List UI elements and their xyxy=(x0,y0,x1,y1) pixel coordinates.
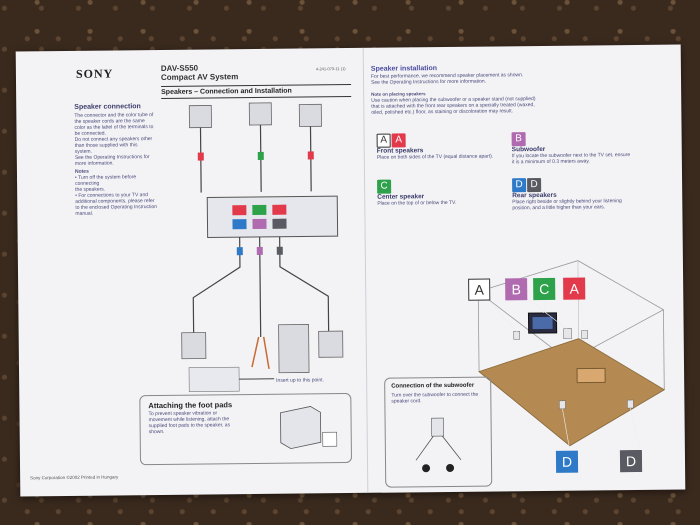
speaker-connection-title: Speaker connection xyxy=(74,103,141,111)
subwoofer-connection-illustration xyxy=(415,417,462,473)
page-fold xyxy=(362,47,369,493)
center-speaker-desc: Place on the top of or below the TV. xyxy=(377,199,457,207)
room-speaker-front-right xyxy=(581,330,588,339)
foot-pads-box: Attaching the foot pads To prevent speak… xyxy=(139,392,353,466)
room-label-c: C xyxy=(533,277,556,301)
room-subwoofer xyxy=(563,328,572,340)
speaker-installation-text: For best performance, we recommend speak… xyxy=(370,72,524,86)
insert-label: Insert up to this point. xyxy=(276,377,324,384)
notes-block: Notes • Turn off the system before conne… xyxy=(74,168,158,217)
badge-d: D xyxy=(512,178,527,193)
room-speaker-rear-left xyxy=(559,400,566,410)
room-illustration xyxy=(477,260,666,451)
speaker-rear-left xyxy=(181,332,207,360)
subwoofer xyxy=(278,324,310,374)
speaker-rear-right xyxy=(318,330,344,358)
foot-pad-illustration xyxy=(280,406,338,450)
speaker-installation-title: Speaker installation xyxy=(370,65,438,73)
receiver-unit xyxy=(206,195,339,238)
receiver-terminals xyxy=(232,204,287,230)
badge-b: B xyxy=(511,132,526,147)
badge-a-outline: A xyxy=(376,133,391,148)
brand-logo: SONY xyxy=(75,66,114,81)
rear-speakers-desc: Place right beside or slightly behind yo… xyxy=(512,198,622,212)
sofa xyxy=(576,367,606,384)
lower-cord-tubes xyxy=(236,246,283,256)
model-number: DAV-S550 xyxy=(160,63,199,73)
room-label-a-outline: A xyxy=(468,278,491,301)
note-placing-title: Note on placing speakers xyxy=(371,91,426,97)
center-speaker-entry: C Center speaker Place on the top of or … xyxy=(377,174,507,207)
speaker-front-left xyxy=(188,105,212,129)
room-label-d-dark: D xyxy=(619,449,643,473)
badge-c: C xyxy=(377,179,392,194)
speaker-front-right xyxy=(298,103,322,127)
room-label-b: B xyxy=(505,278,528,301)
subwoofer-entry: B Subwoofer If you locate the subwoofer … xyxy=(511,127,632,166)
speaker-center xyxy=(248,102,272,126)
note-placing-text: Use caution when placing the subwoofer o… xyxy=(371,96,536,116)
front-speakers-desc: Place on both sides of the TV (equal dis… xyxy=(376,153,494,161)
subwoofer-desc: If you locate the subwoofer next to the … xyxy=(511,152,631,166)
connection-subwoofer-box: Connection of the subwoofer Turn over th… xyxy=(384,376,493,488)
foot-pads-text: To prevent speaker vibration or movement… xyxy=(148,410,231,436)
plug-detail xyxy=(188,366,275,392)
room-speaker-rear-right xyxy=(627,399,634,409)
speaker-connection-text: The connector and the color tube of the … xyxy=(74,112,154,167)
badge-d-dark: D xyxy=(527,177,542,193)
instruction-sheet: SONY DAV-S550 Compact AV System 4-241-07… xyxy=(15,44,686,497)
room-label-d: D xyxy=(555,450,579,473)
room-speaker-front-left xyxy=(513,330,520,340)
wiring-diagram: Insert up to this point. xyxy=(181,102,344,392)
badge-a: A xyxy=(391,133,406,148)
product-name: Compact AV System xyxy=(160,72,239,82)
connection-subwoofer-title: Connection of the subwoofer xyxy=(391,382,475,390)
room-label-a: A xyxy=(563,277,586,300)
document-code: 4-241-073-11 (1) xyxy=(315,66,346,72)
foot-pads-title: Attaching the foot pads xyxy=(148,400,233,411)
connection-subwoofer-text: Turn over the subwoofer to connect the s… xyxy=(391,391,479,405)
cord-tubes xyxy=(197,151,314,161)
corporation-footer: Sony Corporation ©2002 Printed in Hungar… xyxy=(30,474,119,481)
